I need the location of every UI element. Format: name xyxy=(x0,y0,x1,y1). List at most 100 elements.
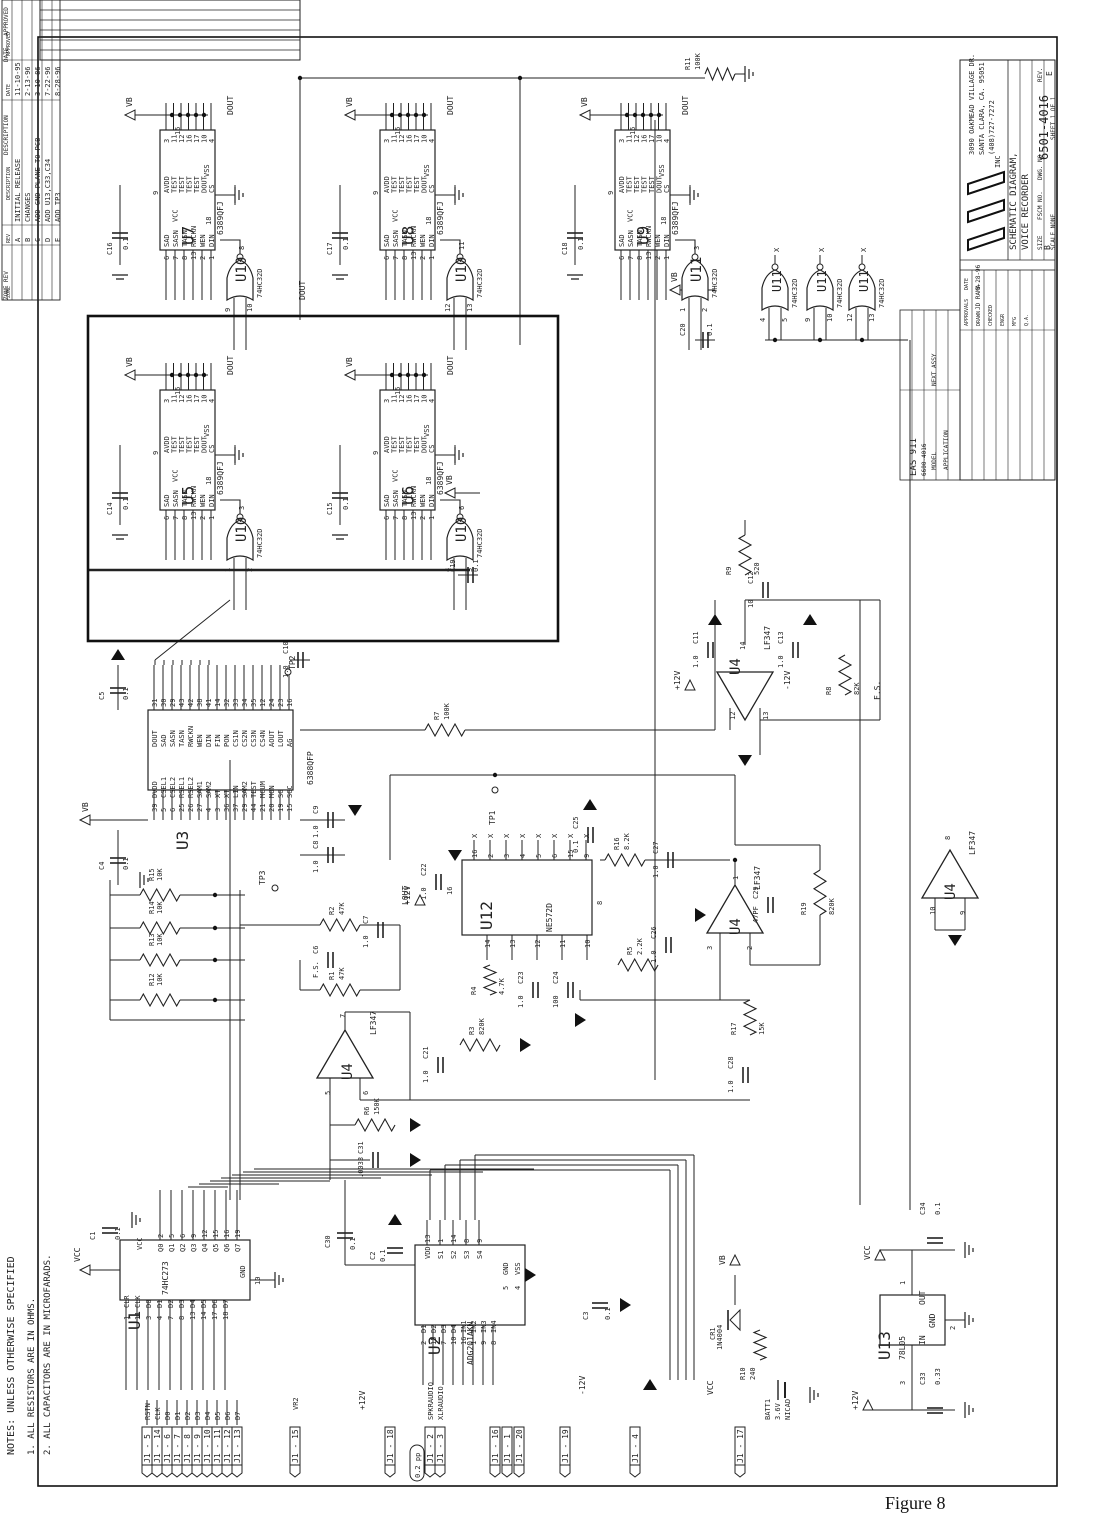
no-connect: X xyxy=(471,833,479,838)
chip-ref: U7 xyxy=(179,226,198,245)
pin-name: AG xyxy=(286,739,294,747)
pin-number: 2 xyxy=(199,256,207,260)
pin-name: Q3 xyxy=(190,1244,198,1252)
gate-part: 74HC32D xyxy=(791,278,799,308)
qa-label: Q.A. xyxy=(1024,314,1030,326)
pin-name: WEN xyxy=(199,494,207,507)
resistor-ref: R12 xyxy=(148,973,156,986)
pin-name: SASN xyxy=(172,230,180,247)
pin-name: SAD xyxy=(163,494,171,507)
pin-name: PON xyxy=(223,734,231,747)
diode-ref: CR1 xyxy=(709,1327,717,1340)
ground-symbol xyxy=(643,1379,657,1390)
engr-label: ENGR xyxy=(1000,313,1006,326)
supply-arrow xyxy=(684,678,696,691)
resistor-ref: R9 xyxy=(725,567,733,575)
pin-number: 12 xyxy=(444,304,452,312)
no-connect: X xyxy=(519,833,527,838)
cap-ref: C24 xyxy=(552,971,560,984)
pin-number: 1 xyxy=(437,1239,445,1243)
pin-number: 19 xyxy=(277,804,285,812)
pin-name: CS xyxy=(428,445,436,453)
drawn-by: JD RAMA xyxy=(975,284,982,310)
pin-number: 9 xyxy=(372,451,380,455)
cap-value: 0.1 xyxy=(706,323,714,336)
pin-number: 26 xyxy=(187,804,195,812)
revision-date: 7-22-96 xyxy=(44,66,52,96)
pin-name: S2 xyxy=(450,1251,458,1259)
cap-value: 1.0 xyxy=(312,860,320,873)
connector-3-label: J1 - 7 xyxy=(173,1434,182,1463)
pin-name: TEST xyxy=(171,175,179,193)
resistor-symbol xyxy=(424,722,466,738)
pin-number: 2 xyxy=(419,516,427,520)
connector-tab xyxy=(434,1464,446,1478)
pin-name: XT xyxy=(214,789,222,798)
supply-arrow xyxy=(78,1264,91,1276)
op-amp-part: LF347 xyxy=(763,626,772,650)
no-connect: X xyxy=(503,833,511,838)
connector-tab xyxy=(231,1464,243,1478)
connector-net: CLK xyxy=(154,1407,162,1420)
cap-ref: C2 xyxy=(369,1252,377,1260)
pin-number: 9 xyxy=(476,1239,484,1243)
pin-name: IN1 xyxy=(460,1320,468,1333)
application-label: APPLICATION xyxy=(943,430,950,470)
pin-number: 17 xyxy=(211,1312,219,1320)
pin-number: 11 xyxy=(134,1312,142,1320)
gate-output xyxy=(220,239,241,254)
pin-number: 9 xyxy=(583,854,591,858)
pin-name: SAD xyxy=(160,734,168,747)
revision-table xyxy=(39,0,301,61)
wiring-layer xyxy=(2,0,1055,1425)
resistor-value: 47K xyxy=(338,902,346,915)
ground-symbol xyxy=(695,908,706,922)
supply-arrow xyxy=(578,109,591,121)
cap-ref: C17 xyxy=(326,242,334,255)
pin-name: CLR xyxy=(123,1295,131,1308)
drawn-date: 8-28-96 xyxy=(975,264,982,290)
connector-2-label: J1 - 6 xyxy=(163,1434,172,1463)
pin-name: VCC xyxy=(172,209,180,222)
connector-net: SPKRAUDIO xyxy=(427,1382,435,1420)
pin-number: 4 xyxy=(208,399,216,403)
pin-number: 3 xyxy=(899,1381,907,1385)
pin-number: 16 xyxy=(460,1337,468,1345)
pin-number: 8 xyxy=(463,1239,471,1243)
pin-name: DIN xyxy=(205,734,213,747)
pin-number: 32 xyxy=(223,699,231,707)
pin-number: 31 xyxy=(151,699,159,707)
pin-number: 2 xyxy=(949,1326,957,1330)
pin-number: 2 xyxy=(419,256,427,260)
diode-part: 1N4004 xyxy=(716,1325,724,1350)
junction-dot xyxy=(397,112,403,118)
cap-value: 0.33 xyxy=(934,1368,942,1385)
notes-line: 2. ALL CAPACITORS ARE IN MICROFARADS. xyxy=(43,1255,53,1455)
cap-ref: C29 xyxy=(752,886,760,899)
revision-header: DATE xyxy=(3,47,10,62)
cap-ref: C16 xyxy=(106,242,114,255)
pin-name: DOUT xyxy=(151,729,159,747)
revision-block xyxy=(1,0,61,301)
pin-number: 6 xyxy=(362,1091,370,1095)
pin-number: 1 xyxy=(899,1281,907,1285)
model-block xyxy=(899,309,961,481)
pin-name: WEN xyxy=(419,234,427,247)
chip-ref: U9 xyxy=(634,226,653,245)
supply-arrow xyxy=(123,369,136,381)
cap-ref: C34 xyxy=(919,1202,927,1215)
pin-name: TEST xyxy=(633,175,641,193)
pin-number: 10 xyxy=(826,314,834,322)
mfg-label: MFG xyxy=(1012,317,1018,326)
resistor-symbol xyxy=(482,964,498,996)
cap-value: 0.1 xyxy=(122,687,130,700)
pin-name: RWCKN xyxy=(410,486,418,507)
cap-value: 1.0 xyxy=(692,655,700,668)
connector-spk-label: J1 - 2 xyxy=(426,1434,435,1463)
pin-number: 3 xyxy=(383,399,391,403)
resistor-ref: R14 xyxy=(148,901,156,914)
pin-number: 9 xyxy=(190,1234,198,1238)
resistor-value: 820K xyxy=(478,1017,486,1035)
pin-name: IN4 xyxy=(490,1320,498,1333)
battery-value: 3.6V xyxy=(774,1402,782,1420)
